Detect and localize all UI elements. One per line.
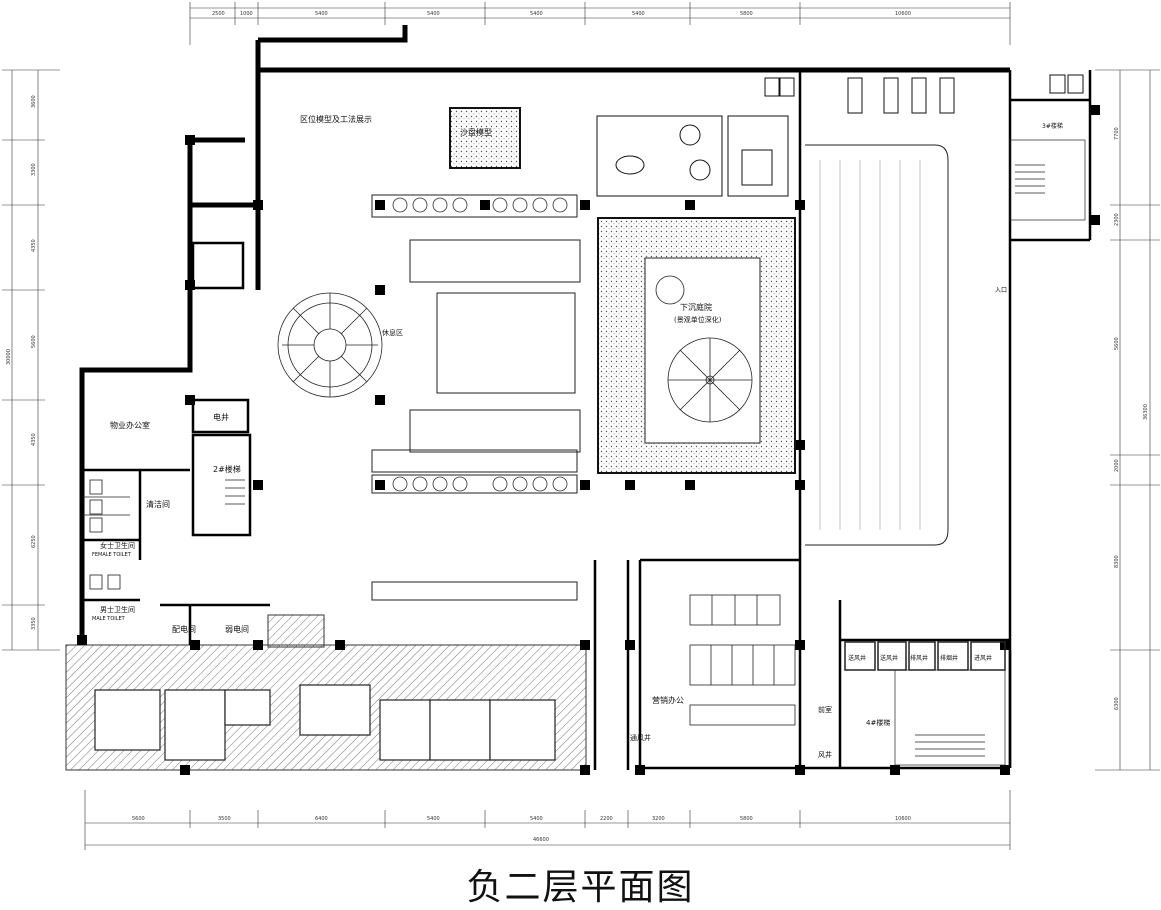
label-male-toilet: 男士卫生间 [100, 605, 135, 614]
label-vent-shaft: 通风井 [630, 733, 651, 742]
dim-right-1: 2300 [1114, 213, 1120, 226]
top-dimension-line [189, 2, 1011, 45]
label-power-room: 配电间 [172, 624, 196, 634]
dim-left-4: 4350 [31, 433, 37, 446]
label-female-toilet: 女士卫生间 [100, 541, 135, 550]
dim-top-7: 10600 [895, 11, 911, 17]
hatched-core-block [267, 614, 325, 648]
label-sand-table: 沙盘模型 [460, 127, 492, 137]
dim-right-3: 2000 [1114, 459, 1120, 472]
label-stair-3: 3#楼梯 [1042, 122, 1063, 130]
dim-bottom-1: 3500 [218, 816, 231, 822]
drawing-title: 负二层平面图 [466, 867, 695, 908]
shaft-rooms-row [844, 641, 1006, 671]
left-dimension-line [2, 69, 60, 651]
dim-right-total: 36300 [1143, 404, 1149, 420]
plant-row-bottom [392, 476, 568, 492]
label-lounge: 休息区 [382, 328, 403, 337]
plant-row-top [392, 197, 568, 213]
dim-bottom-total: 46600 [533, 837, 549, 843]
spiral-staircase [277, 292, 383, 398]
label-shaft-3: 排烟井 [940, 654, 958, 662]
stair-2 [225, 479, 245, 505]
lounge-furniture [596, 115, 789, 197]
courtyard-inner [644, 257, 761, 444]
outer-walls [79, 25, 1010, 640]
dim-bottom-6: 3200 [652, 816, 665, 822]
dim-right-5: 6300 [1114, 697, 1120, 710]
label-sales-office: 营销办公 [652, 695, 684, 705]
dim-bottom-0: 5600 [132, 816, 145, 822]
dim-bottom-3: 5400 [427, 816, 440, 822]
label-corridor: 风井 [818, 750, 832, 759]
right-dimension-line [1095, 69, 1160, 771]
bottom-dimension-line [84, 790, 1011, 850]
label-shaft-1: 送风井 [880, 654, 898, 662]
stair-4 [894, 669, 1006, 766]
dim-left-2: 4350 [31, 239, 37, 252]
dim-right-0: 7700 [1114, 127, 1120, 140]
water-feature [805, 144, 949, 546]
label-courtyard-note: (景观单位深化) [674, 315, 722, 324]
label-shaft-2: 排风井 [910, 654, 928, 662]
label-entrance: 入口 [995, 287, 1007, 294]
dim-top-6: 5800 [740, 11, 753, 17]
sun-loungers [764, 74, 1084, 114]
dim-top-4: 5400 [530, 11, 543, 17]
label-shaft-0: 送风井 [848, 654, 866, 662]
right-dimension-labels: 7700 2300 5600 2000 8300 6300 36300 [1114, 127, 1149, 710]
dim-bottom-8: 10600 [895, 816, 911, 822]
bottom-dimension-labels: 5600 3500 6400 5400 5400 2200 3200 5800 … [132, 816, 911, 843]
label-stair-2: 2#楼梯 [213, 464, 241, 474]
dim-top-1: 1000 [240, 11, 253, 17]
courtyard-tree [655, 275, 753, 423]
label-model-display: 区位模型及工法展示 [300, 114, 372, 124]
label-female-toilet-en: FEMALE TOILET [92, 552, 132, 558]
dim-top-0: 2500 [212, 11, 225, 17]
dim-top-2: 5400 [315, 11, 328, 17]
label-shaft-4: 进风井 [974, 654, 992, 662]
left-dimension-labels: 3600 3300 4350 5600 4350 6250 3350 30000 [6, 95, 37, 630]
toilet-fixtures [82, 479, 130, 590]
hatched-area-partitions [94, 684, 556, 761]
dim-left-0: 3600 [31, 95, 37, 108]
label-male-toilet-en: MALE TOILET [92, 616, 126, 622]
dim-left-1: 3300 [31, 163, 37, 176]
dim-left-6: 3350 [31, 617, 37, 630]
label-property-office: 物业办公室 [110, 420, 150, 430]
dim-right-2: 5600 [1114, 337, 1120, 350]
dim-bottom-7: 5800 [740, 816, 753, 822]
dim-top-5: 5400 [632, 11, 645, 17]
exhibition-area [371, 194, 581, 601]
dim-top-3: 5400 [427, 11, 440, 17]
dim-right-4: 8300 [1114, 555, 1120, 568]
label-front-room: 前室 [818, 705, 832, 714]
label-stair-4: 4#楼梯 [866, 718, 890, 727]
stair-3 [1009, 139, 1086, 221]
dim-left-5: 6250 [31, 535, 37, 548]
dim-bottom-2: 6400 [315, 816, 328, 822]
label-weak-room: 弱电间 [225, 624, 249, 634]
room-labels: 区位模型及工法展示 沙盘模型 休息区 下沉庭院 (景观单位深化) 物业办公室 电… [92, 114, 1063, 759]
dim-left-3: 5600 [31, 335, 37, 348]
dim-bottom-4: 5400 [530, 816, 543, 822]
sand-table-model [449, 107, 521, 169]
office-desks [689, 594, 796, 726]
top-dimension-labels: 2500 1000 5400 5400 5400 5400 5800 10600 [212, 11, 911, 17]
label-electrical-shaft: 电井 [213, 412, 229, 422]
label-cleaning-room: 清洁间 [146, 499, 170, 509]
dim-bottom-5: 2200 [600, 816, 613, 822]
label-sunken-courtyard: 下沉庭院 [680, 302, 712, 312]
dim-left-total: 30000 [6, 349, 12, 365]
